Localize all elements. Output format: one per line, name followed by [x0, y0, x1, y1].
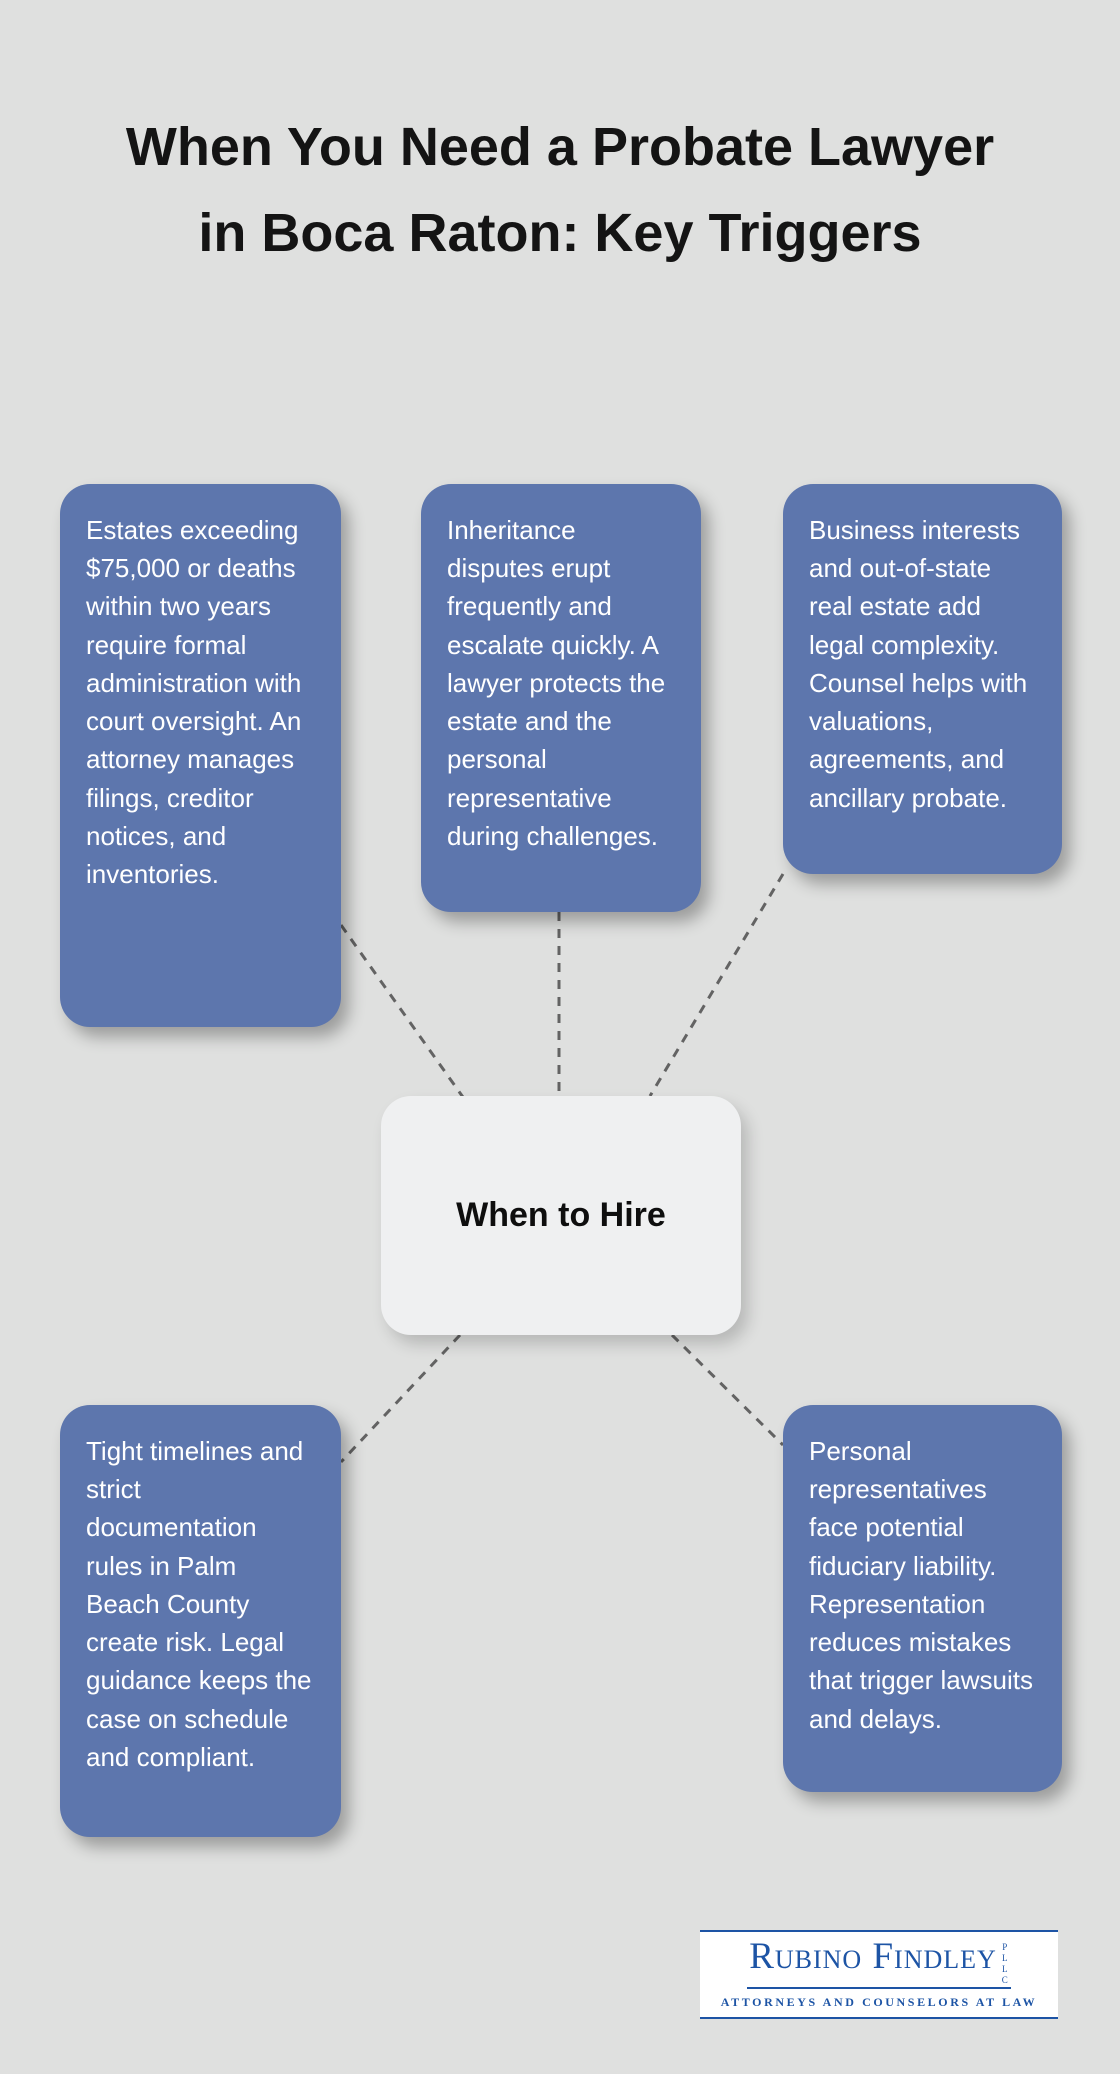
trigger-node-business-interests: Business interests and out-of-state real…	[783, 484, 1062, 874]
trigger-node-text: Business interests and out-of-state real…	[809, 515, 1028, 813]
logo-rubino-findley: Rubino Findley PLLC ATTORNEYS AND COUNSE…	[700, 1930, 1058, 2019]
trigger-node-inheritance-disputes: Inheritance disputes erupt frequently an…	[421, 484, 701, 912]
logo-suffix: PLLC	[999, 1941, 1010, 1986]
connector-line-estates	[339, 924, 467, 1101]
trigger-node-text: Inheritance disputes erupt frequently an…	[447, 515, 666, 851]
infographic-title: When You Need a Probate Lawyer in Boca R…	[125, 117, 995, 264]
connector-line-liability	[670, 1333, 785, 1447]
trigger-node-text: Tight timelines and strict documentation…	[86, 1436, 312, 1772]
connector-line-timelines	[339, 1333, 462, 1464]
logo-tagline: ATTORNEYS AND COUNSELORS AT LAW	[720, 1994, 1038, 2009]
trigger-node-text: Estates exceeding $75,000 or deaths with…	[86, 515, 302, 889]
center-node: When to Hire	[381, 1096, 741, 1335]
trigger-node-formal-administration: Estates exceeding $75,000 or deaths with…	[60, 484, 341, 1027]
center-node-label: When to Hire	[456, 1196, 666, 1234]
trigger-node-fiduciary-liability: Personal representatives face potential …	[783, 1405, 1062, 1792]
trigger-node-text: Personal representatives face potential …	[809, 1436, 1033, 1734]
trigger-node-tight-timelines: Tight timelines and strict documentation…	[60, 1405, 341, 1837]
logo-firm-name: Rubino Findley	[749, 1935, 997, 1977]
logo-name-row: Rubino Findley PLLC	[747, 1935, 1011, 1989]
